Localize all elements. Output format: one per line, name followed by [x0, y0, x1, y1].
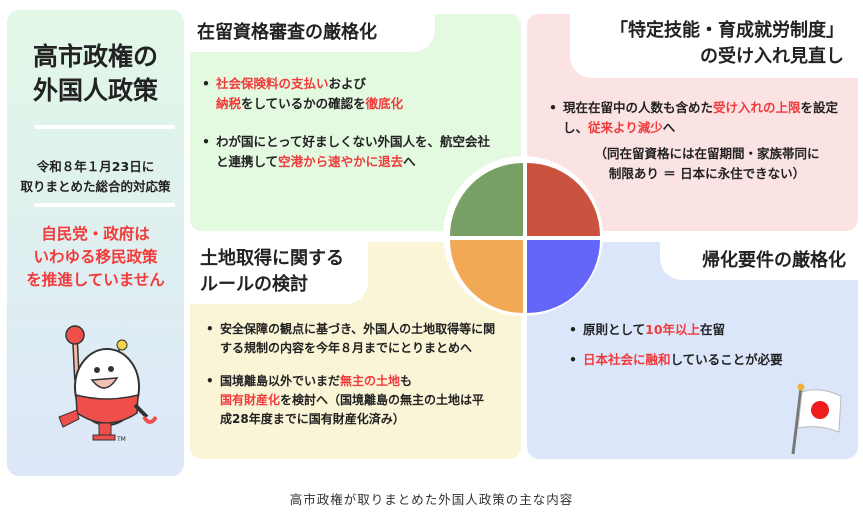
text: を検討へ（国境離島の無主の土地は平成28年度までに国有財産化済み） [220, 393, 485, 426]
japan-flag-icon [791, 383, 842, 455]
text: をしているかの確認を [241, 96, 366, 111]
highlight: 納税 [216, 96, 242, 111]
card-title: 「特定技能・育成就労制度」の受け入れ見直し [570, 14, 858, 78]
bullet-list: 原則として10年以上在留 日本社会に融和していることが必要 [569, 320, 849, 384]
left-panel: 高市政権の外国人政策 令和８年１月23日に取りまとめた総合的対応策 自民党・政府… [7, 10, 184, 476]
note: （同在留資格には在留期間・家族帯同に制限あり ＝ 日本に永住できない） [567, 144, 847, 184]
caption: 高市政権が取りまとめた外国人政策の主な内容 [289, 492, 574, 507]
text: 原則として [583, 322, 646, 337]
statement-line: を推進していません [26, 271, 165, 289]
text: していることが必要 [670, 352, 783, 367]
title-line: 外国人政策 [32, 76, 158, 105]
subtitle-line: 取りまとめた総合的対応策 [20, 179, 171, 194]
highlight: 空港から速やかに退去 [278, 154, 404, 169]
text: を設定し、 [563, 100, 839, 135]
highlight: 10年以上 [645, 322, 701, 337]
text: も [400, 374, 413, 388]
card-title: 在留資格審査の厳格化 [190, 14, 435, 52]
highlight: 無主の土地 [340, 374, 401, 388]
text: 国境離島以外でいまだ [220, 374, 341, 388]
card-specified-skills: 「特定技能・育成就労制度」の受け入れ見直し 現在在留中の人数も含めた受け入れの上… [527, 14, 858, 231]
text: 現在在留中の人数も含めた [563, 100, 714, 115]
title-line: ルールの検討 [200, 274, 308, 295]
highlight: 日本社会に融和 [583, 352, 671, 367]
highlight: 徹底化 [365, 96, 404, 111]
title-line: 土地取得に関する [200, 248, 344, 269]
note-line: 制限あり ＝ 日本に永住できない） [608, 166, 806, 181]
bullet-item: 原則として10年以上在留 [569, 320, 849, 340]
bullet-list: 現在在留中の人数も含めた受け入れの上限を設定し、従来より減少へ [549, 98, 849, 152]
divider [34, 203, 175, 207]
divider [34, 125, 175, 129]
bullet-item: 現在在留中の人数も含めた受け入れの上限を設定し、従来より減少へ [549, 98, 849, 138]
quadrant-pie [443, 156, 603, 316]
card-title: 帰化要件の厳格化 [660, 242, 858, 280]
highlight: 社会保険料の支払い [216, 76, 329, 91]
title-line: 「特定技能・育成就労制度」 [610, 20, 844, 41]
text: および [328, 76, 367, 91]
subtitle-line: 令和８年１月23日に [36, 159, 155, 174]
statement-line: 自民党・政府は [41, 225, 150, 243]
card-title: 土地取得に関するルールの検討 [190, 242, 368, 304]
highlight: 従来より減少 [588, 120, 663, 135]
highlight: 国有財産化 [220, 393, 281, 407]
text: へ [662, 120, 676, 135]
title-line: 高市政権の [32, 42, 158, 71]
mascot-illustration [58, 325, 157, 441]
bullet-item: わが国にとって好ましくない外国人を、航空会社と連携して空港から速やかに退去へ [202, 132, 492, 172]
main-title: 高市政権の外国人政策 [7, 40, 184, 108]
text: わが国にとって好ましくない外国人を、航空会社と連携して [216, 134, 491, 169]
note-line: （同在留資格には在留期間・家族帯同に [594, 146, 820, 161]
text: へ [403, 154, 416, 169]
highlight: 受け入れの上限 [713, 100, 801, 115]
subtitle: 令和８年１月23日に取りまとめた総合的対応策 [7, 157, 184, 197]
title-line: の受け入れ見直し [700, 46, 844, 67]
bullet-list: 安全保障の観点に基づき、外国人の土地取得等に関する規制の内容を今年８月までにとり… [206, 320, 496, 443]
bullet-item: 国境離島以外でいまだ無主の土地も国有財産化を検討へ（国境離島の無主の土地は平成2… [206, 372, 496, 429]
statement: 自民党・政府はいわゆる移民政策を推進していません [7, 223, 184, 292]
bullet-item: 日本社会に融和していることが必要 [569, 350, 849, 370]
statement-line: いわゆる移民政策 [33, 248, 158, 266]
bullet-item: 安全保障の観点に基づき、外国人の土地取得等に関する規制の内容を今年８月までにとり… [206, 320, 496, 358]
text: 在留 [700, 322, 726, 337]
trademark-label: TM [117, 436, 126, 443]
